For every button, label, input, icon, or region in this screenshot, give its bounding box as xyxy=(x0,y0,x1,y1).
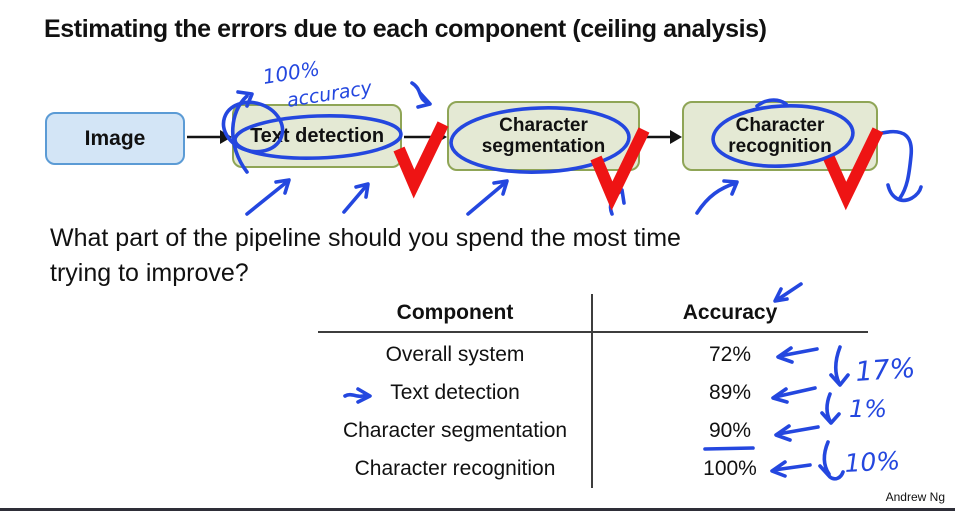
pipeline-box-text-detection: Text detection xyxy=(232,104,402,168)
value-underline xyxy=(703,446,755,451)
table-cell-accuracy: 100% xyxy=(703,457,757,480)
table-cell-accuracy: 90% xyxy=(708,419,752,442)
exit-arrow-hook xyxy=(886,183,923,203)
table-row: Overall system 72% xyxy=(318,343,868,367)
footer-bar xyxy=(0,508,955,511)
handwritten-100-percent: 100% xyxy=(261,56,321,89)
table-cell-accuracy: 72% xyxy=(708,343,752,366)
slide-title: Estimating the errors due to each compon… xyxy=(44,15,767,43)
arrowhead-icon xyxy=(416,91,432,109)
up-arrow xyxy=(342,183,369,214)
pipeline-box-character-segmentation-label: Character segmentation xyxy=(481,114,606,157)
table-header-rule xyxy=(318,331,868,333)
table-column-divider xyxy=(591,294,593,488)
pipeline-box-character-recognition: Character recognition xyxy=(682,101,878,171)
squiggle-arrow-to-segmentation xyxy=(410,81,430,105)
arrowhead-icon xyxy=(608,188,626,205)
up-arrow xyxy=(695,181,738,215)
pipeline-box-image: Image xyxy=(45,112,185,165)
checkmark-icon xyxy=(393,121,449,199)
pipeline-box-image-label: Image xyxy=(84,126,146,150)
table-cell-accuracy: 89% xyxy=(708,381,752,404)
arrowhead-icon xyxy=(220,130,232,144)
table-cell-component: Character segmentation xyxy=(342,419,568,442)
pipeline-box-character-segmentation: Character segmentation xyxy=(447,101,640,171)
table-row: Character recognition 100% xyxy=(318,457,868,481)
pipeline-box-text-detection-label: Text detection xyxy=(249,124,385,147)
arrowhead-icon xyxy=(274,178,291,195)
question-line-1: What part of the pipeline should you spe… xyxy=(50,224,681,252)
arrowhead-icon xyxy=(492,179,509,196)
author-credit: Andrew Ng xyxy=(885,490,945,504)
up-arrow xyxy=(245,179,290,216)
question-text: What part of the pipeline should you spe… xyxy=(50,221,770,290)
arrowhead-icon xyxy=(435,130,447,144)
question-line-2: trying to improve? xyxy=(50,258,249,287)
table-cell-component: Character recognition xyxy=(354,457,556,480)
table-header-component: Component xyxy=(396,301,514,324)
up-arrow xyxy=(466,180,508,216)
arrowhead-icon xyxy=(773,287,789,303)
pipeline-box-character-recognition-label: Character recognition xyxy=(728,114,832,157)
arrowhead-icon xyxy=(354,182,370,199)
up-arrow xyxy=(608,189,623,216)
table-row: Character segmentation 90% xyxy=(318,419,868,443)
table-header-accuracy: Accuracy xyxy=(682,301,778,324)
table-cell-component: Overall system xyxy=(385,343,525,366)
arrowhead-icon xyxy=(670,130,682,144)
table-header-row: Component Accuracy xyxy=(318,301,868,325)
exit-arrow-curve xyxy=(880,129,914,200)
accuracy-header-pointer xyxy=(775,282,803,302)
table-cell-component: Text detection xyxy=(390,381,520,404)
table-row: Text detection 89% xyxy=(318,381,868,405)
arrowhead-icon xyxy=(722,179,739,196)
